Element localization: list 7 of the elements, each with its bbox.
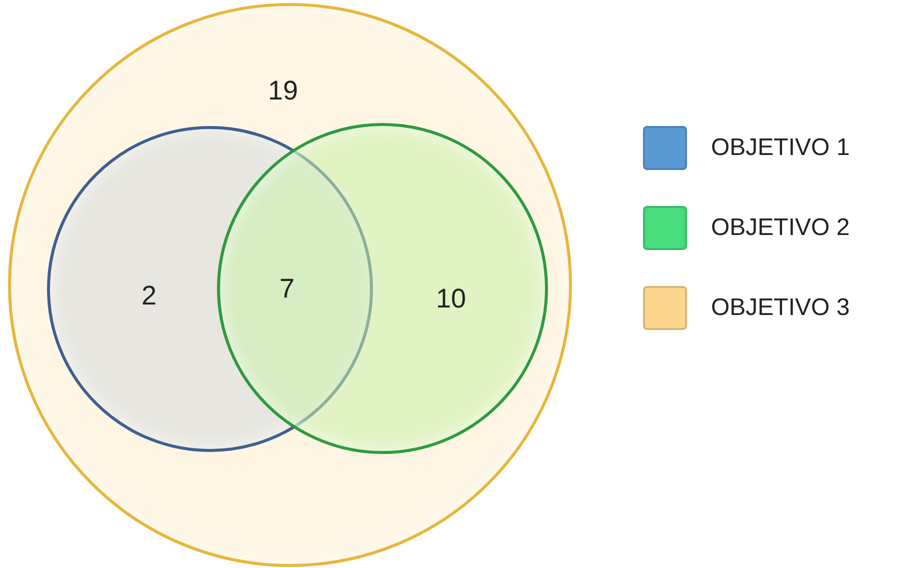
legend-label: OBJETIVO 1: [711, 134, 850, 162]
count-label: 10: [436, 284, 466, 314]
legend-label: OBJETIVO 3: [711, 294, 850, 322]
count-label: 19: [268, 76, 298, 106]
legend-label: OBJETIVO 2: [711, 214, 850, 242]
count-label: 2: [141, 280, 157, 312]
count-label: 7: [279, 274, 295, 304]
